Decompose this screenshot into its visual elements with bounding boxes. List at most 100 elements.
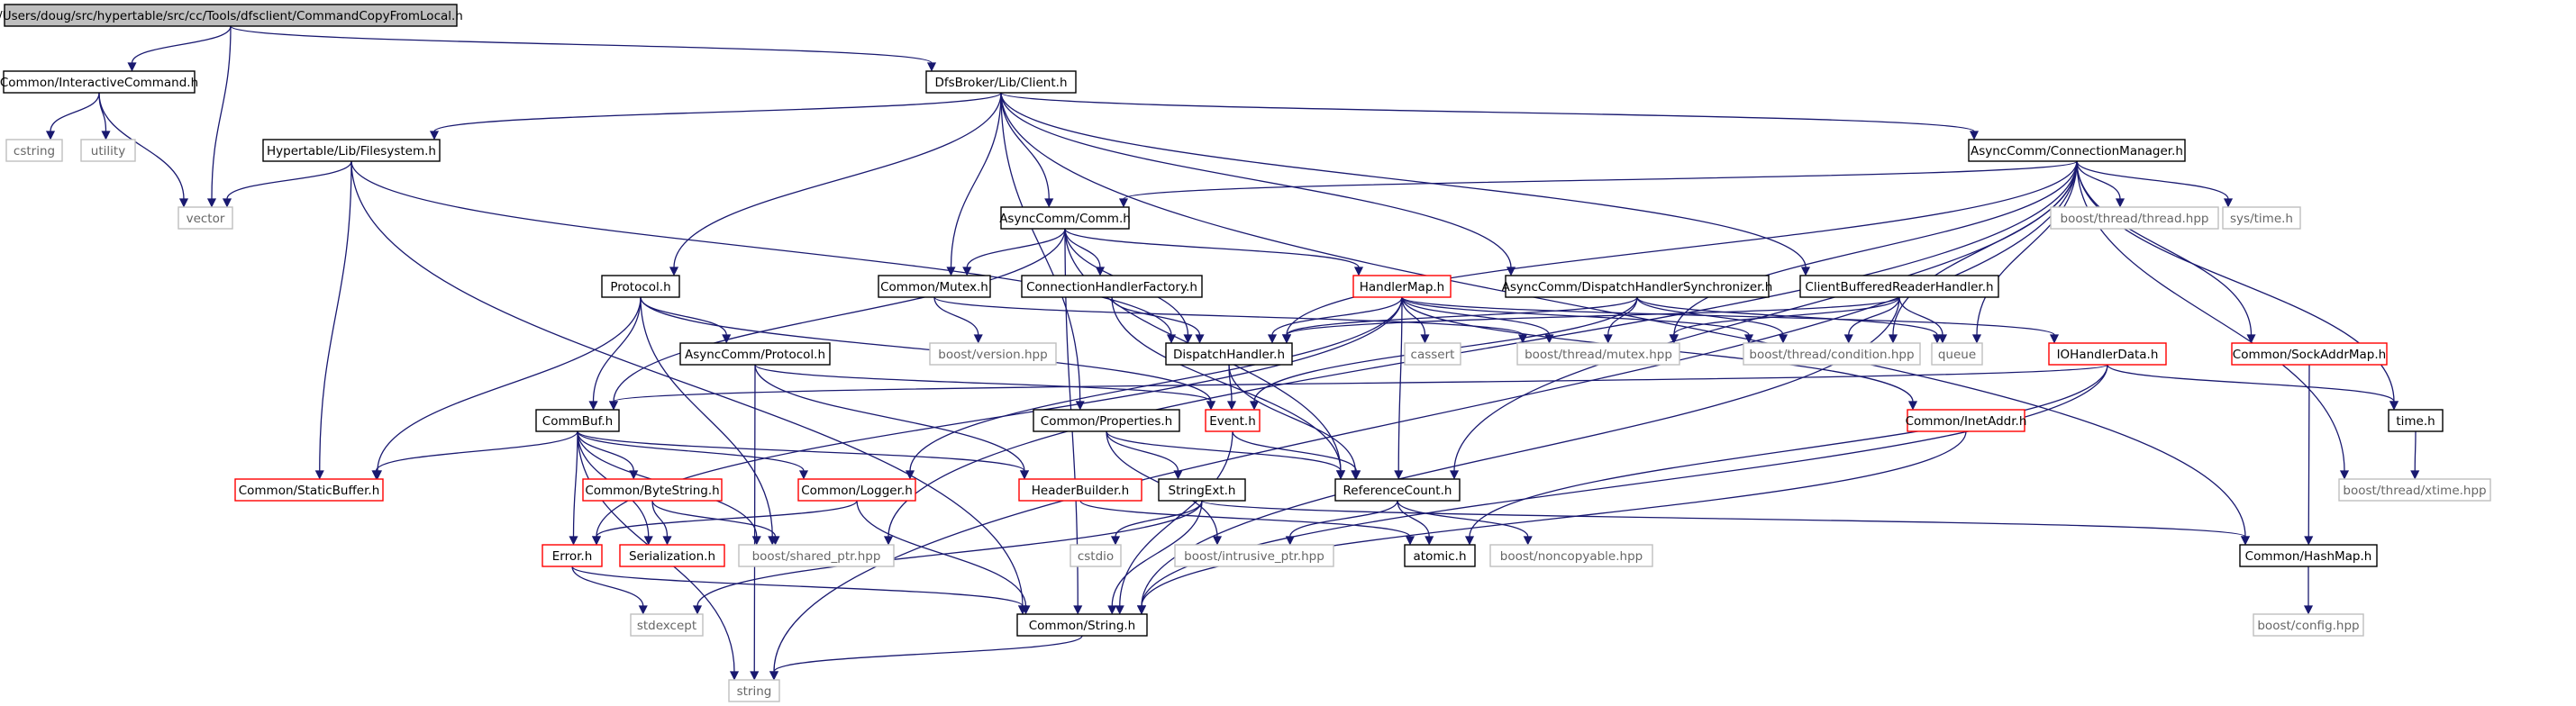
- edge-handlermap-to-cassert: [1401, 296, 1430, 344]
- node-acprotocol[interactable]: AsyncComm/Protocol.h: [679, 342, 831, 366]
- node-label: ConnectionHandlerFactory.h: [1026, 280, 1197, 294]
- node-label: cstdio: [1078, 549, 1114, 564]
- node-refcount[interactable]: ReferenceCount.h: [1334, 478, 1461, 502]
- node-label: boost/thread/thread.hpp: [2061, 212, 2209, 226]
- edge-protocol-to-staticbuffer: [372, 296, 642, 480]
- edge-protocol-to-commbuf: [588, 296, 642, 411]
- node-label: Common/InetAddr.h: [1906, 414, 2027, 429]
- node-systime: sys/time.h: [2222, 206, 2301, 230]
- edge-cbrh-to-mutexhpp: [1669, 296, 1900, 344]
- node-properties[interactable]: Common/Properties.h: [1033, 409, 1180, 432]
- node-connmgr[interactable]: AsyncComm/ConnectionManager.h: [1968, 139, 2186, 162]
- node-hashmap[interactable]: Common/HashMap.h: [2239, 544, 2378, 567]
- node-label: boost/thread/condition.hpp: [1749, 348, 1914, 362]
- node-condition: boost/thread/condition.hpp: [1743, 342, 1921, 366]
- node-event[interactable]: Event.h: [1205, 409, 1261, 432]
- node-stringext[interactable]: StringExt.h: [1158, 478, 1246, 502]
- node-mutex[interactable]: Common/Mutex.h: [878, 275, 991, 298]
- edge-iohandlerdata-to-commbuf: [608, 364, 2108, 411]
- node-label: Common/SockAddrMap.h: [2233, 348, 2386, 362]
- node-chfactory[interactable]: ConnectionHandlerFactory.h: [1021, 275, 1203, 298]
- edge-connmgr-to-refcount: [1449, 160, 2078, 480]
- node-timeh[interactable]: time.h: [2388, 409, 2444, 432]
- node-label: Common/ByteString.h: [585, 484, 719, 498]
- node-label: boost/config.hpp: [2257, 619, 2359, 633]
- node-label: string: [737, 684, 772, 699]
- node-handlermap[interactable]: HandlerMap.h: [1352, 275, 1452, 298]
- node-headerbuilder[interactable]: HeaderBuilder.h: [1018, 478, 1142, 502]
- node-noncopyable: boost/noncopyable.hpp: [1489, 544, 1653, 567]
- node-label: /Users/doug/src/hypertable/src/cc/Tools/…: [0, 9, 463, 23]
- node-label: DfsBroker/Lib/Client.h: [934, 76, 1067, 90]
- node-label: Serialization.h: [629, 549, 715, 564]
- node-commbuf[interactable]: CommBuf.h: [535, 409, 620, 432]
- node-threadhpp: boost/thread/thread.hpp: [2050, 206, 2219, 230]
- node-inetaddr[interactable]: Common/InetAddr.h: [1906, 409, 2027, 432]
- node-vector: vector: [177, 206, 233, 230]
- edge-interactive-to-vector: [98, 92, 189, 208]
- node-string: string: [728, 679, 780, 702]
- edge-root-to-vector: [206, 25, 232, 208]
- node-label: boost/thread/mutex.hpp: [1525, 348, 1672, 362]
- node-boostversion: boost/version.hpp: [929, 342, 1057, 366]
- edge-connmgr-to-sharedptr: [883, 160, 2078, 546]
- node-dfsclient[interactable]: DfsBroker/Lib/Client.h: [925, 70, 1077, 94]
- node-iohandlerdata[interactable]: IOHandlerData.h: [2048, 342, 2167, 366]
- node-root[interactable]: /Users/doug/src/hypertable/src/cc/Tools/…: [0, 4, 463, 27]
- node-stdexcept: stdexcept: [630, 613, 704, 637]
- edge-comm-to-mutex: [962, 228, 1066, 276]
- node-label: stdexcept: [637, 619, 696, 633]
- node-bytestring[interactable]: Common/ByteString.h: [582, 478, 723, 502]
- node-label: boost/intrusive_ptr.hpp: [1184, 549, 1324, 564]
- edge-commbuf-to-headerbuilder: [577, 430, 1030, 480]
- node-dispatch[interactable]: DispatchHandler.h: [1165, 342, 1293, 366]
- edge-iohandlerdata-to-commonstring: [1136, 364, 2108, 615]
- edge-commbuf-to-staticbuffer: [371, 430, 578, 480]
- edge-stringext-to-commonstring: [1107, 500, 1203, 615]
- node-label: boost/noncopyable.hpp: [1500, 549, 1643, 564]
- node-label: boost/shared_ptr.hpp: [752, 549, 881, 564]
- node-protocol[interactable]: Protocol.h: [601, 275, 680, 298]
- node-atomic[interactable]: atomic.h: [1404, 544, 1476, 567]
- edge-handlermap-to-refcount: [1394, 296, 1404, 480]
- node-queue: queue: [1931, 342, 1983, 366]
- edge-connmgr-to-string: [769, 160, 2078, 681]
- edge-interactive-to-utility: [98, 92, 111, 140]
- node-filesystem[interactable]: Hypertable/Lib/Filesystem.h: [262, 139, 441, 162]
- node-boostconfig: boost/config.hpp: [2253, 613, 2364, 637]
- node-comm[interactable]: AsyncComm/Comm.h: [999, 206, 1131, 230]
- node-dhsync[interactable]: AsyncComm/DispatchHandlerSynchronizer.h: [1502, 275, 1773, 298]
- edge-bytestring-to-sharedptr: [651, 500, 780, 546]
- node-cstdio: cstdio: [1070, 544, 1122, 567]
- node-label: Common/String.h: [1029, 619, 1136, 633]
- node-label: Event.h: [1209, 414, 1256, 429]
- node-serialization[interactable]: Serialization.h: [619, 544, 725, 567]
- node-interactive[interactable]: Common/InteractiveCommand.h: [0, 70, 198, 94]
- edge-dfsclient-to-cbrh: [1000, 92, 1811, 276]
- node-commonstring[interactable]: Common/String.h: [1016, 613, 1148, 637]
- edge-cbrh-to-dispatch: [1281, 296, 1900, 344]
- node-cbrh[interactable]: ClientBufferedReaderHandler.h: [1799, 275, 1999, 298]
- edge-commbuf-to-logger: [577, 430, 809, 480]
- node-label: queue: [1938, 348, 1976, 362]
- edge-sockaddrmap-to-hashmap: [2304, 364, 2314, 546]
- node-xtime: boost/thread/xtime.hpp: [2338, 478, 2491, 502]
- edge-dfsclient-to-comm: [1000, 92, 1054, 208]
- edge-handlermap-to-error: [591, 296, 1403, 546]
- node-staticbuffer[interactable]: Common/StaticBuffer.h: [234, 478, 384, 502]
- edge-dhsync-to-condition: [1636, 296, 1789, 344]
- edge-cbrh-to-queue: [1898, 296, 1948, 344]
- node-label: Common/Logger.h: [801, 484, 913, 498]
- edge-bytestring-to-serialization: [651, 500, 672, 546]
- node-sockaddrmap[interactable]: Common/SockAddrMap.h: [2231, 342, 2388, 366]
- node-label: HeaderBuilder.h: [1032, 484, 1130, 498]
- node-label: AsyncComm/Protocol.h: [685, 348, 825, 362]
- edge-event-to-commonstring: [1115, 430, 1233, 615]
- node-label: CommBuf.h: [542, 414, 613, 429]
- node-logger[interactable]: Common/Logger.h: [797, 478, 916, 502]
- edge-iohandlerdata-to-atomic: [1464, 364, 2108, 546]
- edge-properties-to-refcount: [1106, 430, 1346, 480]
- node-error[interactable]: Error.h: [542, 544, 603, 567]
- edge-error-to-stdexcept: [571, 566, 648, 615]
